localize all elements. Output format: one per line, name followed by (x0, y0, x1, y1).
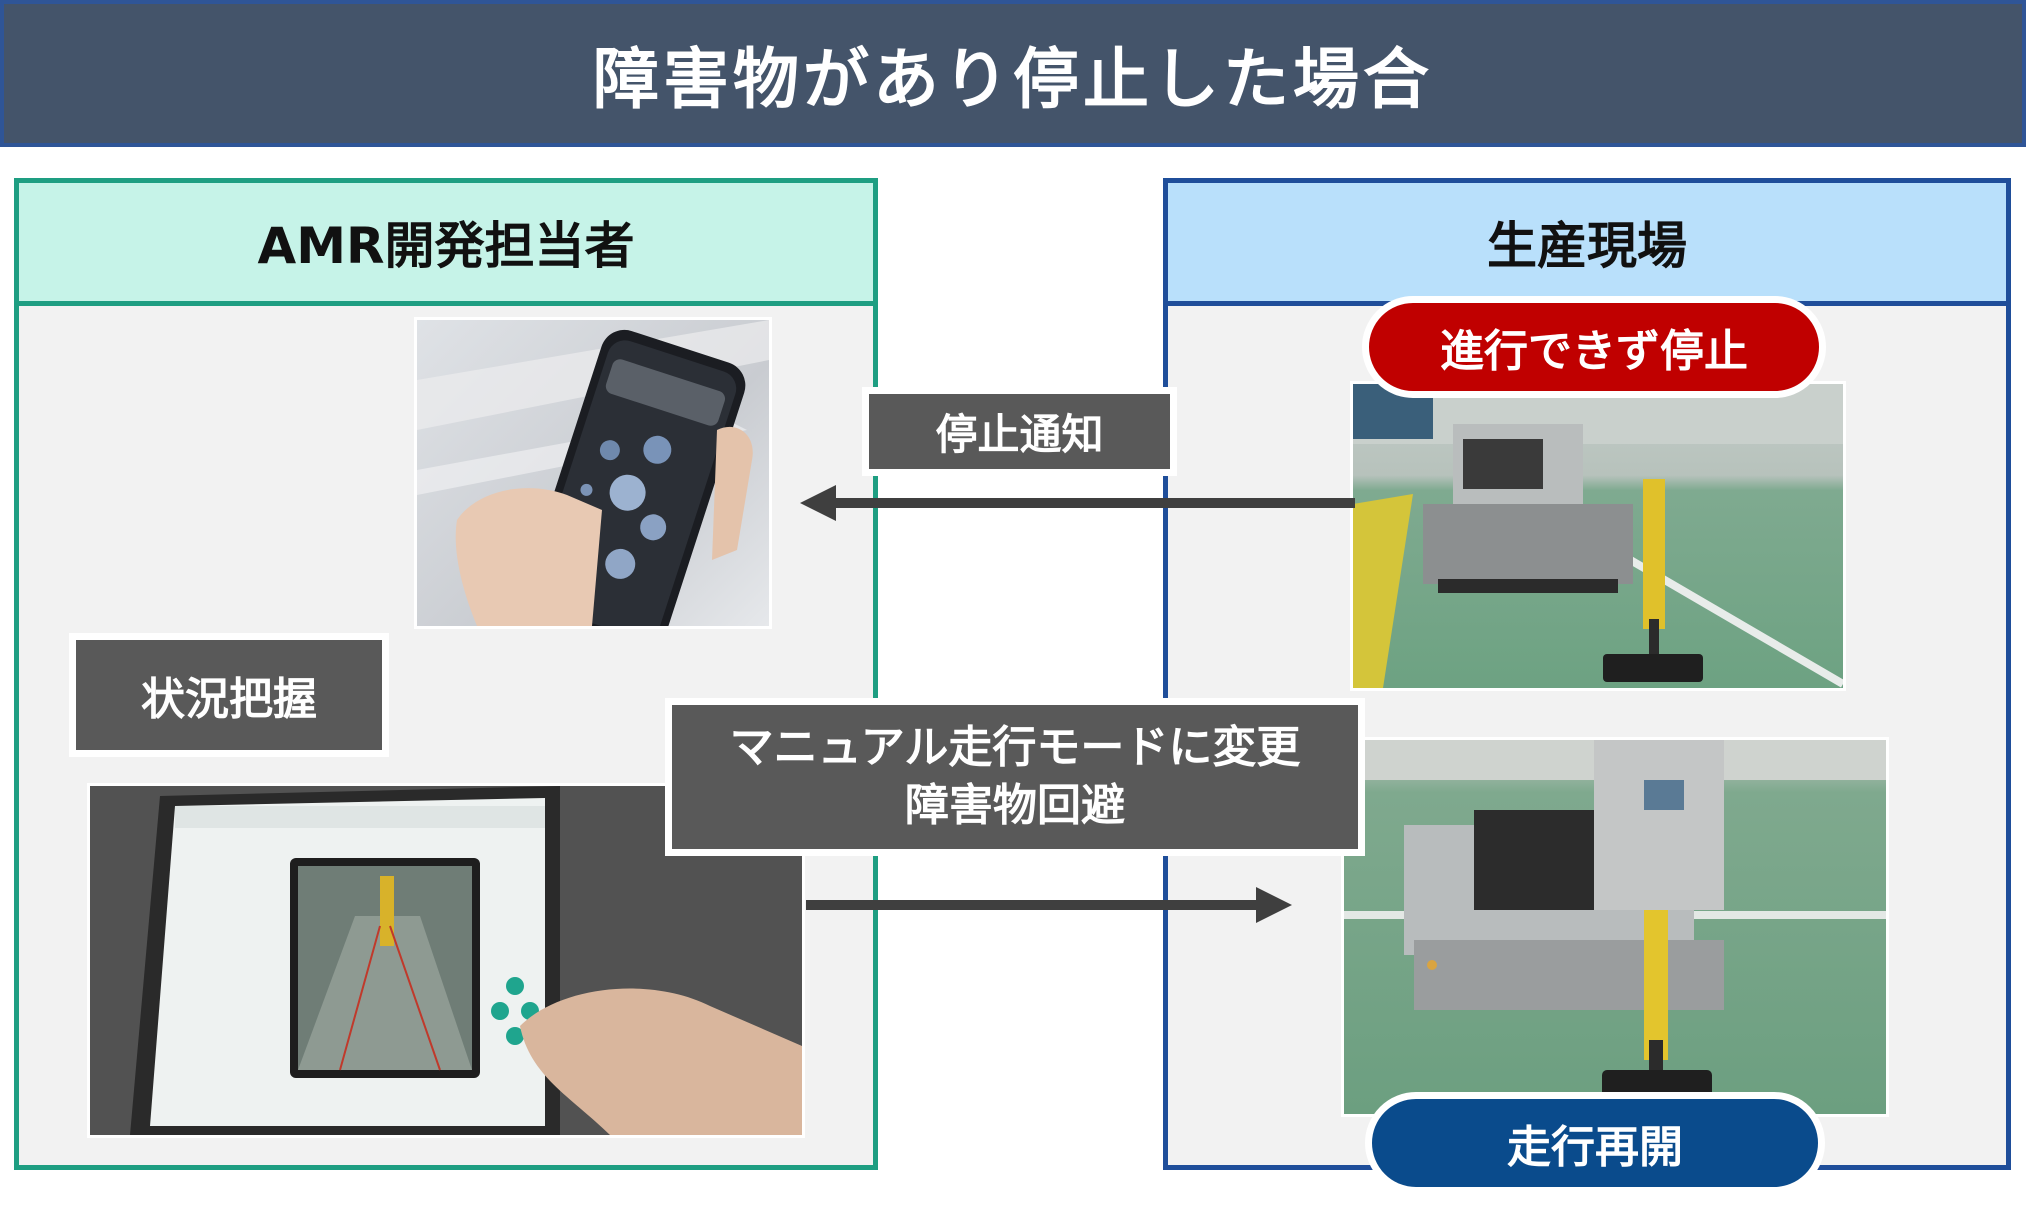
production-site-panel-title: 生産現場 (1168, 183, 2006, 306)
amr-stopped-at-obstacle-photo (1350, 381, 1846, 691)
arrow-left-icon (800, 485, 836, 521)
resume-status-text: 走行再開 (1507, 1122, 1683, 1173)
stopped-status-text: 進行できず停止 (1440, 326, 1748, 377)
manual-mode-text: マニュアル走行モードに変更 (729, 722, 1301, 773)
situation-text: 状況把握 (141, 674, 317, 725)
stop-notify-label: 停止通知 (862, 387, 1177, 476)
manual-mode-arrow-line (806, 900, 1258, 910)
tablet-remote-control-photo (87, 783, 805, 1138)
resume-status-badge: 走行再開 (1365, 1092, 1825, 1194)
amr-avoiding-obstacle-photo (1341, 737, 1889, 1117)
stop-notify-text: 停止通知 (935, 410, 1104, 459)
situation-label: 状況把握 (69, 633, 389, 757)
smartphone-notification-photo (414, 317, 772, 629)
page-title: 障害物があり停止した場合 (593, 40, 1433, 118)
developer-panel-title: AMR開発担当者 (19, 183, 873, 306)
stopped-status-badge: 進行できず停止 (1362, 296, 1826, 398)
header-banner: 障害物があり停止した場合 (0, 0, 2026, 147)
manual-mode-label: マニュアル走行モードに変更 障害物回避 (665, 698, 1365, 856)
arrow-right-icon (1256, 887, 1292, 923)
obstacle-avoid-text: 障害物回避 (905, 780, 1125, 831)
stop-notify-arrow-line (835, 498, 1355, 508)
